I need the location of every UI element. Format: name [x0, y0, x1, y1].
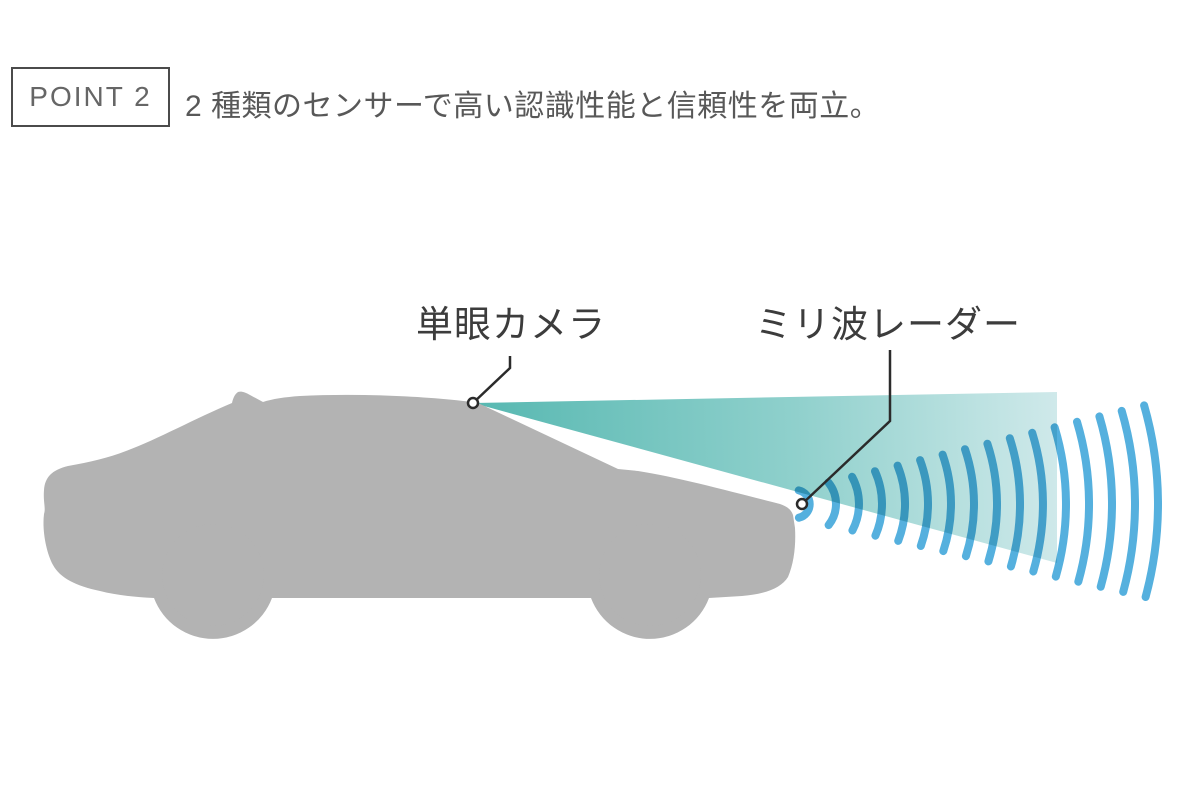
radar-wave-arc: [983, 439, 1001, 566]
leader-lines: [472, 350, 892, 505]
radar-wave-arc: [1005, 434, 1024, 571]
camera-sensor-dot: [466, 396, 480, 410]
radar-wave-arc: [871, 467, 886, 540]
radar-wave-arcs: [794, 401, 1162, 601]
leader-line: [472, 356, 512, 404]
radar-wave-arc: [1117, 406, 1139, 596]
radar-wave-arc: [1028, 428, 1047, 576]
sensor-dots: [466, 396, 809, 511]
radar-wave-arc: [848, 472, 863, 535]
radar-wave-arc: [1073, 417, 1094, 586]
radar-wave-arc: [938, 450, 955, 556]
radar-wave-arc: [916, 456, 932, 550]
front-wheel: [599, 524, 701, 626]
point-badge: POINT 2: [11, 67, 170, 127]
radar-wave-arc: [893, 461, 910, 545]
radar-wave-arc: [1050, 423, 1070, 581]
camera-fov-cone: [473, 392, 1057, 563]
radar-wave-arc: [1095, 412, 1116, 591]
camera-label: 単眼カメラ: [416, 304, 606, 345]
radar-wave-arc: [824, 478, 840, 530]
rear-wheel: [162, 524, 264, 626]
leader-line: [801, 350, 892, 505]
radar-wave-arc: [961, 445, 978, 561]
radar-label: ミリ波レーダー: [755, 304, 1021, 345]
radar-wave-arc: [794, 486, 814, 522]
point-badge-label: POINT 2: [29, 81, 152, 112]
radar-sensor-dot: [795, 497, 809, 511]
radar-wave-arc: [1140, 401, 1162, 601]
headline-text: 2 種類のセンサーで高い認識性能と信頼性を両立。: [185, 90, 881, 123]
